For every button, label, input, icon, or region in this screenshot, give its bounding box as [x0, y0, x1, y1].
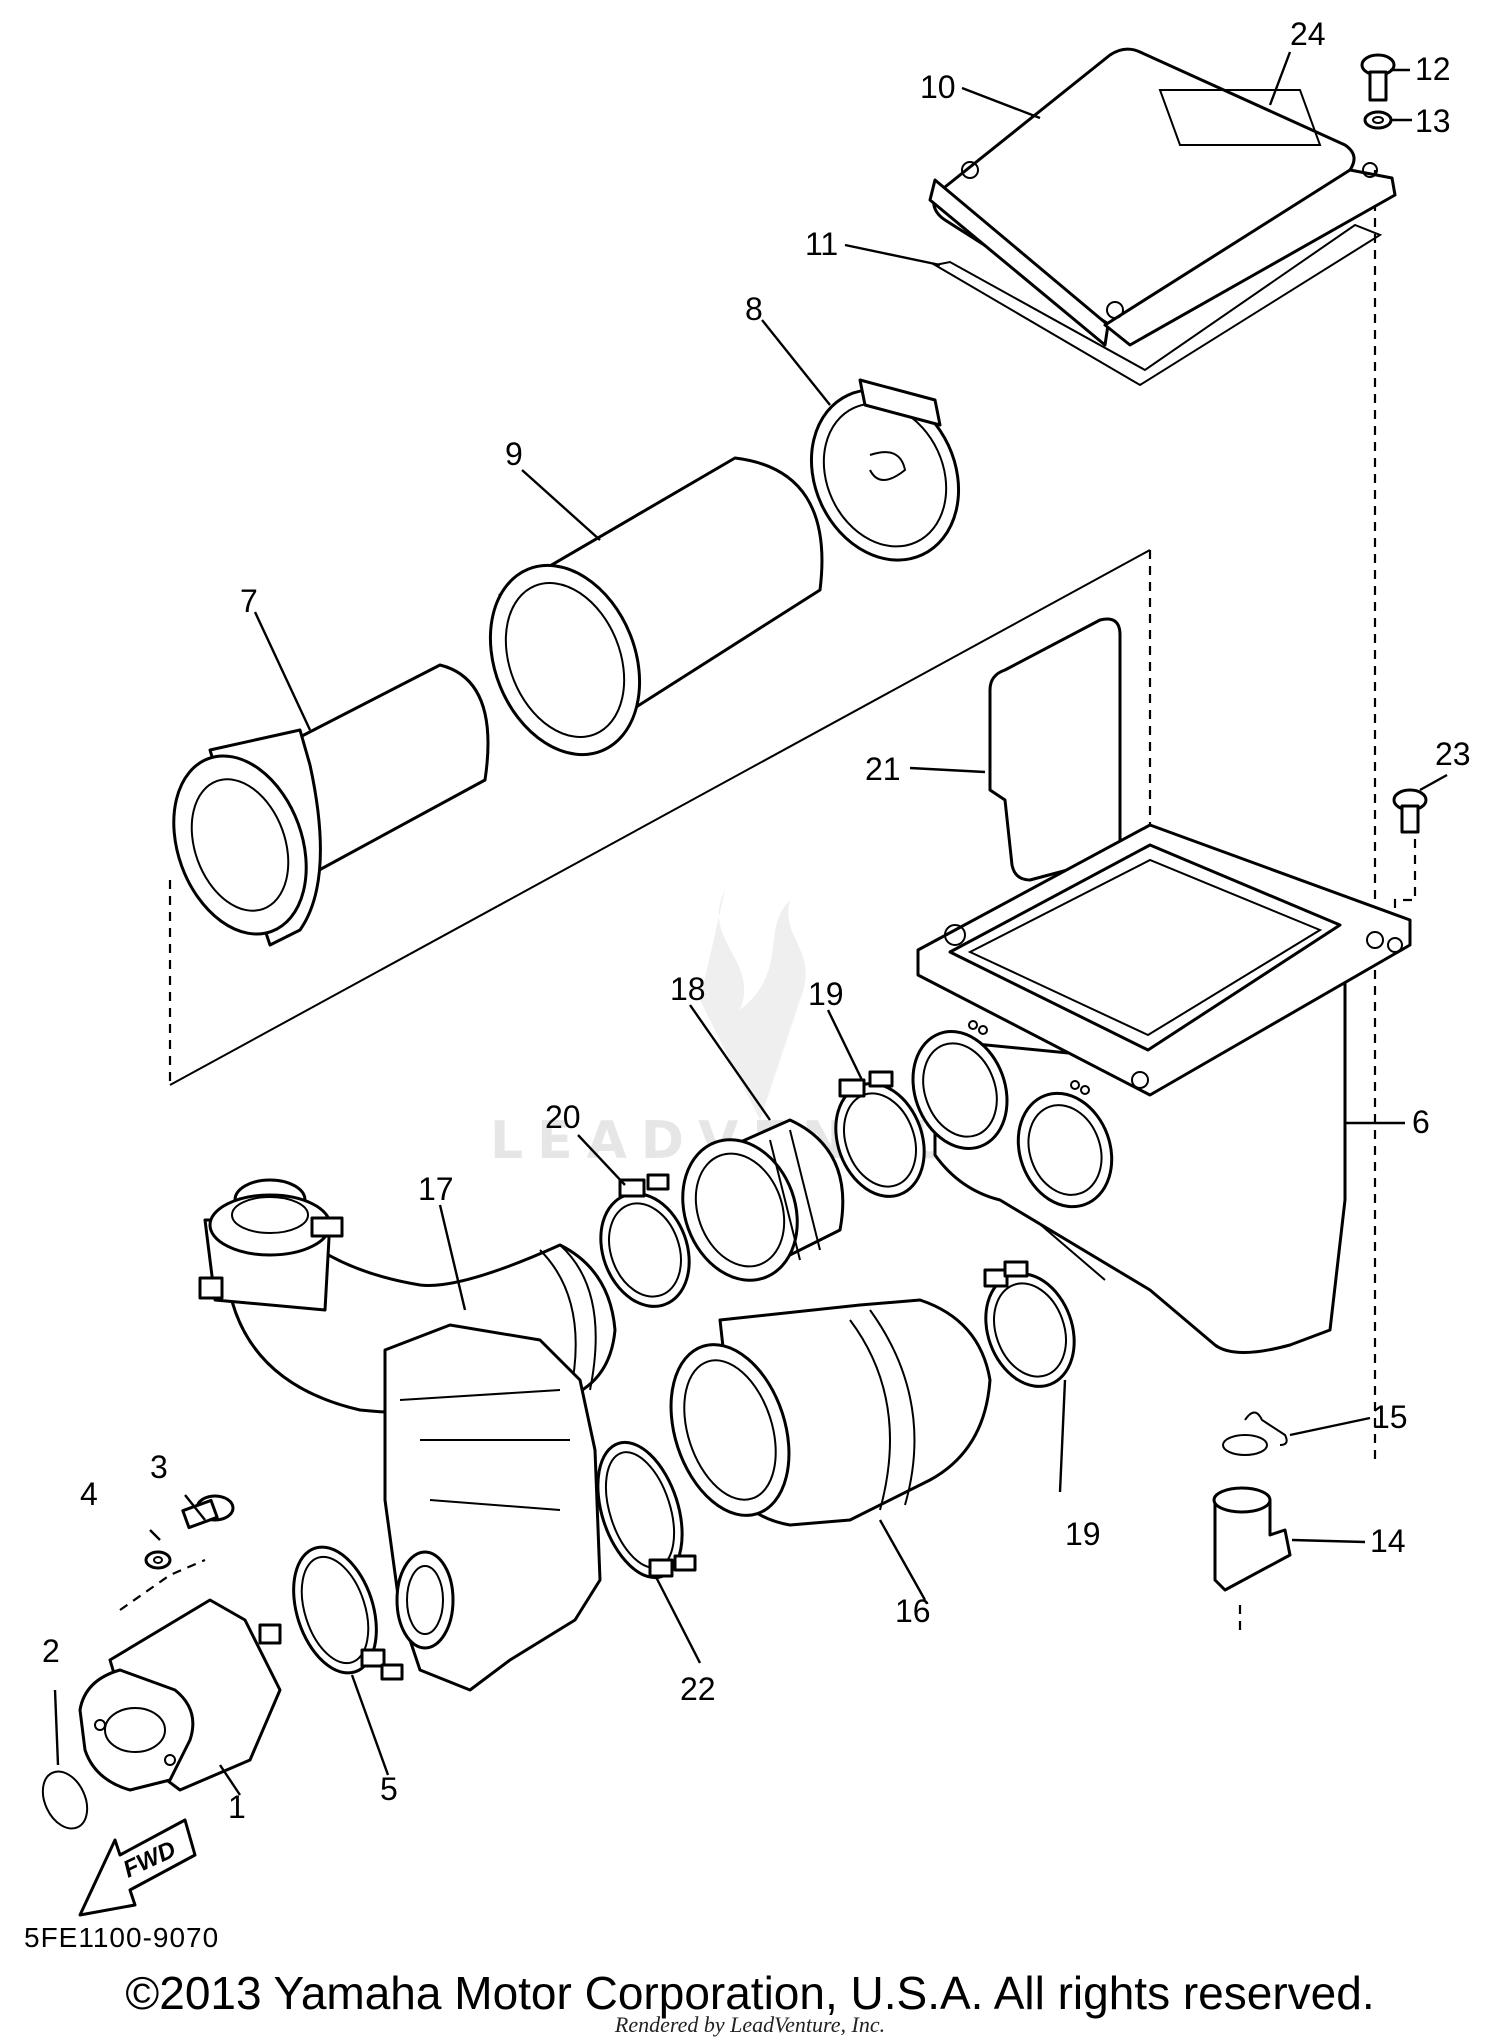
fwd-arrow-icon: FWD — [78, 1818, 197, 1917]
callout-19-upper: 19 — [808, 976, 844, 1012]
clamp-lower-right — [983, 1260, 1076, 1388]
callout-4: 4 — [80, 1476, 98, 1512]
callout-6: 6 — [1412, 1104, 1430, 1140]
copyright-notice: ©2013 Yamaha Motor Corporation, U.S.A. A… — [125, 1967, 1375, 2019]
joint — [681, 1118, 845, 1282]
callout-23: 23 — [1435, 736, 1471, 772]
callout-16: 16 — [895, 1593, 931, 1629]
callout-11: 11 — [805, 226, 838, 262]
callout-9: 9 — [505, 436, 523, 472]
drain-clip — [1222, 1411, 1288, 1456]
screw — [1360, 53, 1396, 102]
engine-block — [383, 1323, 602, 1692]
callout-22: 22 — [680, 1671, 716, 1707]
o-ring — [41, 1770, 89, 1830]
callout-17: 17 — [418, 1171, 454, 1207]
callout-1: 1 — [228, 1789, 246, 1825]
washer-small — [144, 1550, 172, 1570]
bolt — [1392, 788, 1428, 834]
callout-7: 7 — [240, 583, 258, 619]
washer — [1363, 110, 1393, 130]
callout-8: 8 — [745, 291, 763, 327]
callout-12: 12 — [1415, 51, 1451, 87]
callout-5: 5 — [380, 1771, 398, 1807]
clamp-lower-left — [596, 1440, 697, 1580]
callout-10: 10 — [920, 69, 956, 105]
clamp-front — [292, 1545, 404, 1681]
upper-duct — [198, 1178, 617, 1415]
drain-pipe — [1212, 1486, 1292, 1592]
callout-2: 2 — [42, 1633, 60, 1669]
callout-labels: 1 2 3 4 5 6 7 8 9 10 11 12 13 14 15 16 1… — [42, 16, 1471, 1825]
leader-lines — [53, 51, 1448, 1796]
clamp-upper-right — [834, 1070, 926, 1198]
reference-code: 5FE1100-9070 — [24, 1922, 220, 1953]
inner-element — [172, 663, 490, 947]
callout-15: 15 — [1372, 1399, 1408, 1435]
callout-19-lower: 19 — [1065, 1516, 1101, 1552]
rendered-by-credit: Rendered by LeadVenture, Inc. — [614, 2012, 886, 2037]
clamp-upper-left — [599, 1173, 691, 1308]
callout-18: 18 — [670, 971, 706, 1007]
callout-20: 20 — [545, 1099, 581, 1135]
plate — [988, 617, 1122, 882]
callout-13: 13 — [1415, 103, 1451, 139]
airbox-lid — [928, 47, 1397, 347]
callout-21: 21 — [865, 751, 901, 787]
outer-element — [488, 456, 824, 757]
callout-3: 3 — [150, 1449, 168, 1485]
airbox-case — [911, 823, 1412, 1354]
callout-24: 24 — [1290, 16, 1326, 52]
lower-duct — [669, 1298, 992, 1527]
element-cap — [809, 378, 961, 562]
callout-14: 14 — [1370, 1523, 1406, 1559]
lid-gasket — [932, 223, 1383, 387]
intake-joint — [78, 1598, 282, 1792]
